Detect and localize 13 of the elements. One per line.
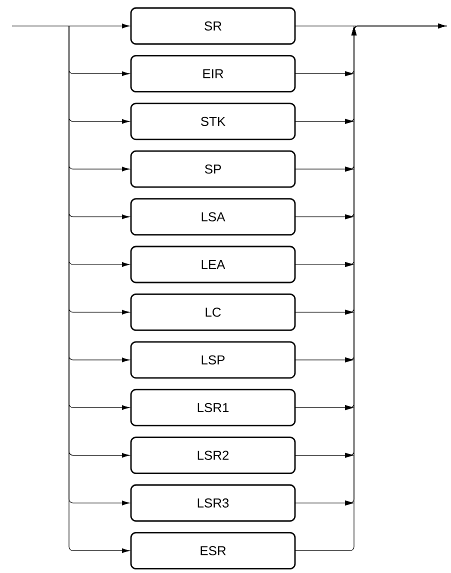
syntax-box: STK [130,102,296,140]
syntax-box: LSR1 [130,388,296,426]
syntax-box: SR [130,7,296,45]
syntax-box: LSA [130,198,296,236]
syntax-box: ESR [130,532,296,570]
syntax-box: SP [130,150,296,188]
syntax-box: LC [130,294,296,331]
syntax-box: LSR2 [130,436,296,474]
arrow [12,24,130,28]
syntax-box: LSR3 [130,484,296,522]
syntax-box: LSP [130,341,296,379]
syntax-box: LEA [130,246,296,284]
syntax-box: EIR [130,55,296,92]
